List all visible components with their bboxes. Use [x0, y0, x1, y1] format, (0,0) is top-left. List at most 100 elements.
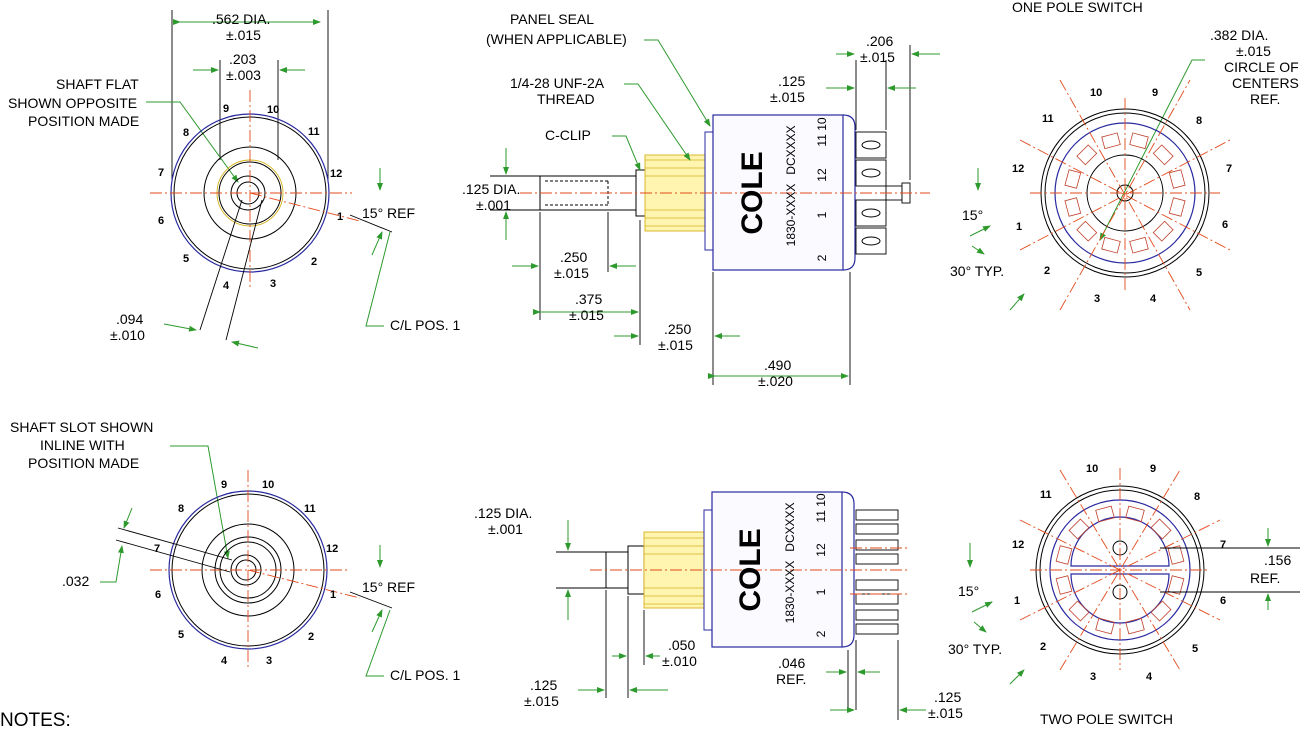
contact-pad — [1068, 518, 1090, 540]
rv1-pos-11: 11 — [1042, 113, 1054, 125]
rear2-angle: 15° — [958, 583, 979, 599]
terminal-2-bottom: 2 — [814, 630, 828, 637]
rv1-pos-5: 5 — [1196, 267, 1202, 279]
contact-pad — [1168, 169, 1186, 189]
contact-pad — [1168, 197, 1186, 217]
terminal-2-top: 2 — [815, 254, 829, 261]
side-490-tol: ±.020 — [758, 373, 793, 389]
side2-125a-value: .125 — [530, 677, 557, 693]
fv1-pos-12: 12 — [330, 168, 342, 180]
fv1-pos-1: 1 — [337, 211, 343, 223]
rear-circle-1: .382 DIA. — [1210, 27, 1268, 43]
fv2-pos-5: 5 — [178, 629, 184, 641]
model-number-bottom: DCXXXX — [783, 502, 797, 551]
contact-pad — [1129, 236, 1149, 254]
contact-pad — [1167, 545, 1185, 565]
terminal-1-bottom: 1 — [814, 588, 828, 595]
side-125-value: .125 — [778, 73, 805, 89]
side-250a-value: .250 — [560, 249, 587, 265]
rv1-pos-3: 3 — [1094, 293, 1100, 305]
series-number-top: 1830-XXXX — [784, 184, 798, 247]
shaft-flat-label-3: POSITION MADE — [28, 113, 139, 129]
front-ref-angle: 15° REF — [362, 205, 415, 221]
contact-pad — [1152, 220, 1174, 242]
front-flat-value: .203 — [229, 51, 256, 67]
contact-pad — [1152, 144, 1174, 166]
fv2-pos-8: 8 — [178, 503, 184, 515]
terminal-12-bottom: 12 — [814, 543, 828, 557]
rear-circle-5: REF. — [1250, 91, 1280, 107]
front-view-top: .562 DIA. ±.015 .203 ±.003 SHAFT FLAT SH… — [8, 10, 461, 349]
front2-ref-angle: 15° REF — [362, 579, 415, 595]
side2-125b-value: .125 — [934, 689, 961, 705]
panel-seal-1: PANEL SEAL — [510, 11, 594, 27]
contact-pad — [1095, 505, 1115, 523]
side-490-value: .490 — [764, 357, 791, 373]
contact-pad — [1076, 220, 1098, 242]
rear-pads-bottom — [1055, 505, 1185, 635]
contact-pad — [1150, 518, 1172, 540]
contact-pad — [1101, 236, 1121, 254]
title-two-pole: TWO POLE SWITCH — [1040, 711, 1173, 727]
series-number-bottom: 1830-XXXX — [783, 561, 797, 624]
rv1-pos-8: 8 — [1196, 115, 1202, 127]
side-375-value: .375 — [575, 291, 602, 307]
contact-pad — [1167, 575, 1185, 595]
front-offset-value: .094 — [116, 311, 143, 327]
rear2-156-ref: REF. — [1250, 570, 1280, 586]
rv1-pos-9: 9 — [1152, 87, 1158, 99]
thread-2: THREAD — [537, 91, 595, 107]
rv2-pos-11: 11 — [1040, 489, 1052, 501]
fv1-pos-10: 10 — [267, 104, 279, 116]
logo-bottom: COLE — [734, 528, 767, 611]
rear-circle-3: CIRCLE OF — [1224, 59, 1299, 75]
fv2-pos-7: 7 — [154, 543, 160, 555]
rv2-pos-10: 10 — [1086, 463, 1098, 475]
fv1-pos-11: 11 — [308, 126, 320, 138]
fv2-pos-4: 4 — [221, 655, 228, 667]
rv1-pos-10: 10 — [1090, 87, 1102, 99]
terminal-12-top: 12 — [815, 168, 829, 182]
contact-pad — [1095, 617, 1115, 635]
fv1-pos-3: 3 — [270, 278, 276, 290]
rv1-pos-1: 1 — [1016, 221, 1022, 233]
fv2-pos-1: 1 — [330, 589, 336, 601]
rear-circle-4: CENTERS — [1232, 75, 1299, 91]
rv2-pos-3: 3 — [1090, 671, 1096, 683]
slot-label-1: SHAFT SLOT SHOWN — [10, 419, 153, 435]
fv1-pos-9: 9 — [223, 103, 229, 115]
contact-pad — [1068, 600, 1090, 622]
fv2-pos-11: 11 — [304, 503, 316, 515]
rv2-pos-7: 7 — [1220, 539, 1226, 551]
contact-pad — [1064, 169, 1082, 189]
fv2-pos-10: 10 — [262, 479, 274, 491]
rv2-pos-4: 4 — [1146, 671, 1153, 683]
side-125-tol: ±.015 — [770, 89, 805, 105]
rv2-pos-2: 2 — [1040, 641, 1046, 653]
fv2-pos-12: 12 — [326, 543, 338, 555]
side-shaft-dia-value: .125 DIA. — [462, 181, 520, 197]
fv2-pos-2: 2 — [308, 631, 314, 643]
side-view-top: COLE 1830-XXXX DCXXXX 11 10 12 1 2 PANEL… — [462, 11, 940, 389]
rv1-pos-12: 12 — [1012, 163, 1024, 175]
contact-pad — [1064, 197, 1082, 217]
notes-heading: NOTES: — [0, 710, 71, 729]
rv2-pos-12: 12 — [1012, 539, 1024, 551]
rv1-pos-7: 7 — [1226, 163, 1232, 175]
fv1-pos-5: 5 — [183, 253, 189, 265]
side-view-bottom: COLE 1830-XXXX DCXXXX 11 10 12 1 2 .125 … — [474, 491, 963, 721]
side-375-tol: ±.015 — [569, 307, 604, 323]
fv2-pos-6: 6 — [155, 589, 161, 601]
side2-050-value: .050 — [668, 637, 695, 653]
model-number-top: DCXXXX — [784, 125, 798, 174]
side-250a-tol: ±.015 — [554, 265, 589, 281]
fv1-pos-7: 7 — [158, 167, 164, 179]
side-shaft-dia-tol: ±.001 — [476, 197, 511, 213]
contact-pad — [1129, 132, 1149, 150]
terminal-11-10-top: 11 10 — [815, 117, 829, 146]
shaft-flat-label-2: SHOWN OPPOSITE — [8, 95, 137, 111]
slot-label-3: POSITION MADE — [28, 455, 139, 471]
side2-046-value: .046 — [778, 655, 805, 671]
fv1-pos-2: 2 — [311, 256, 317, 268]
